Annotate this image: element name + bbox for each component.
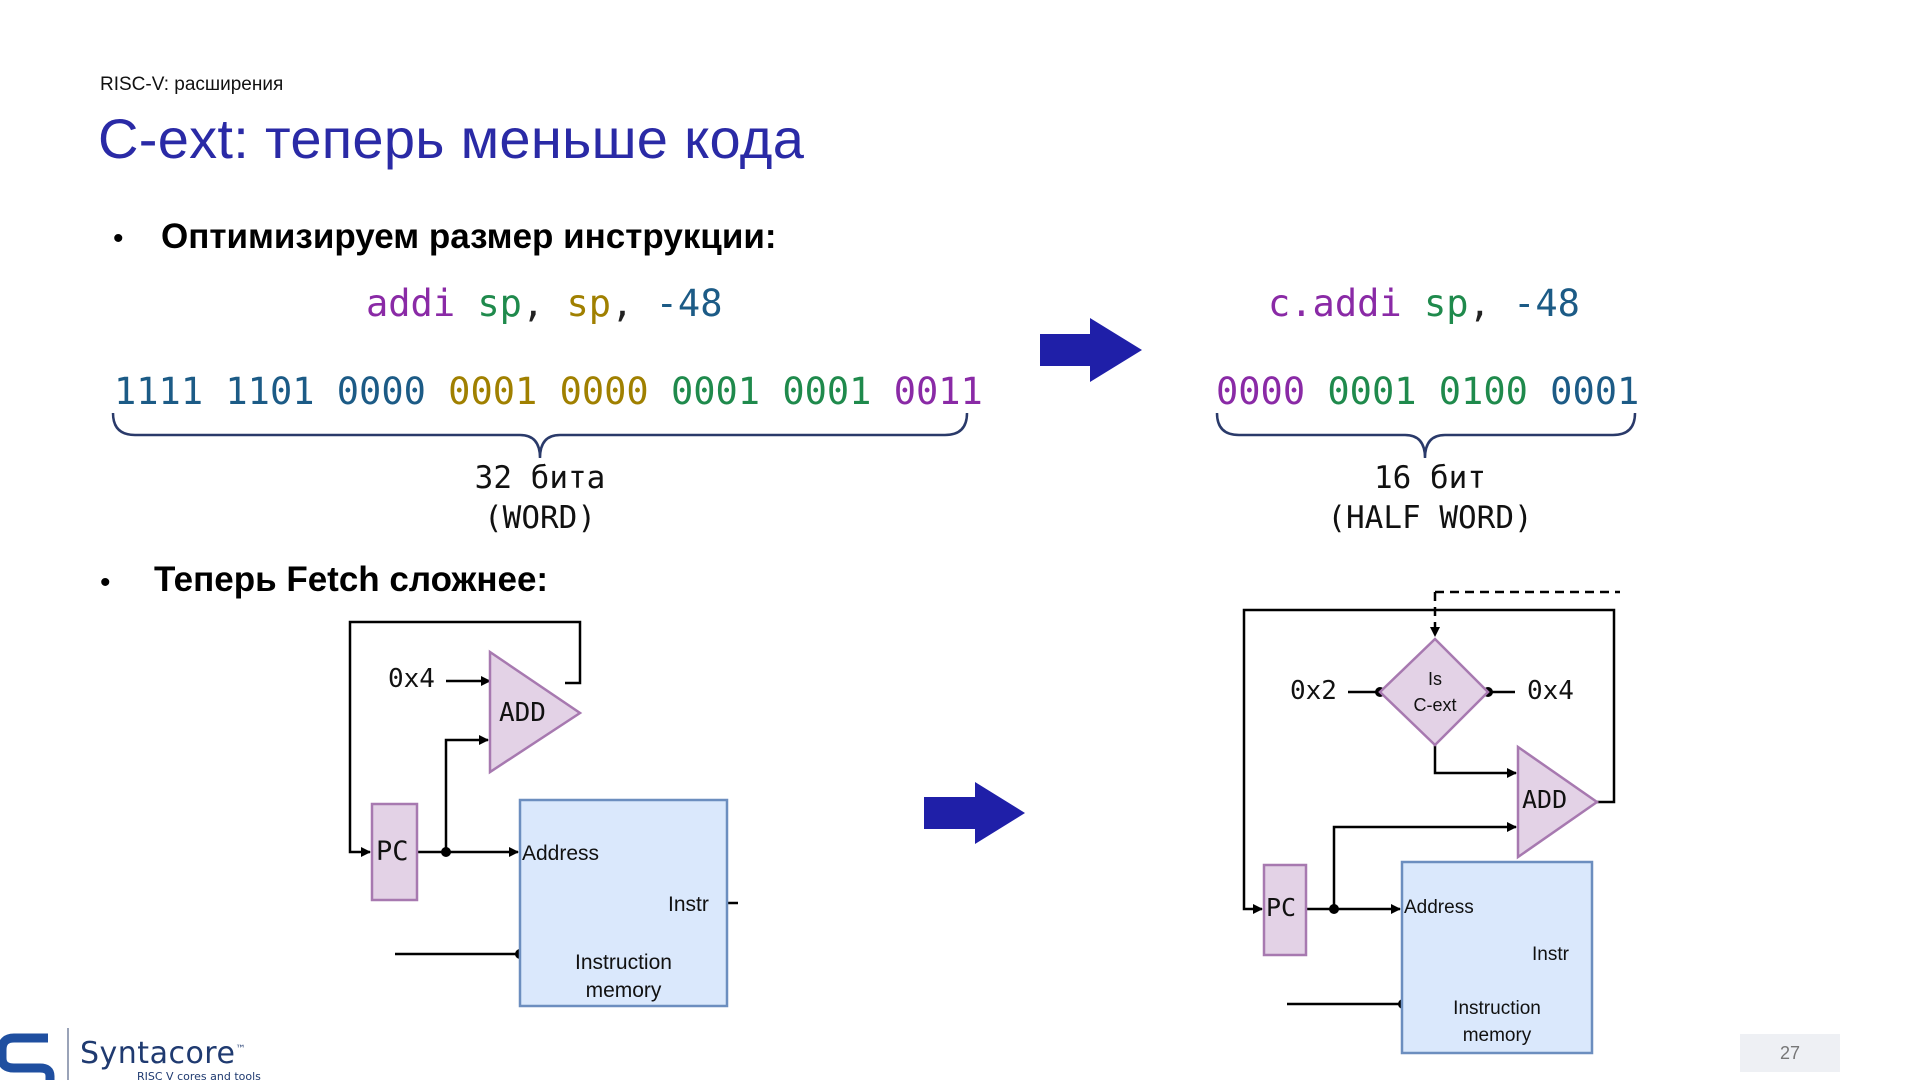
left-adder — [488, 649, 583, 775]
bit-group: 0100 — [1438, 370, 1528, 413]
right-mnemonic: c.addi — [1268, 282, 1402, 325]
bit-group: 0011 — [893, 370, 983, 413]
right-brace-label-kind: (HALF WORD) — [1327, 500, 1533, 536]
right-mem-name: Instruction memory — [1402, 995, 1592, 1049]
right-pc-label: PC — [1266, 893, 1297, 922]
right-adder-label: ADD — [1522, 785, 1568, 814]
brand-name-text: Syntacore — [80, 1036, 236, 1071]
left-instruction: addi sp, sp, -48 — [366, 282, 722, 325]
left-const-0x4: 0x4 — [388, 664, 435, 694]
left-pc-register — [370, 802, 419, 902]
bit-group: 0001 — [670, 370, 761, 413]
left-mnemonic: addi — [366, 282, 456, 325]
left-bits: 1111 1101 0000 0001 0000 0001 0001 0011 — [114, 370, 983, 413]
left-mem-name-2: memory — [585, 979, 662, 1002]
right-const-0x4: 0x4 — [1527, 676, 1574, 706]
brand-name: Syntacore™ — [80, 1036, 246, 1071]
left-imm: -48 — [655, 282, 723, 325]
bit-group: 0001 — [1550, 370, 1640, 413]
right-brace-label-size: 16 бит — [1374, 460, 1486, 496]
left-brace-label-size: 32 бита — [474, 460, 606, 496]
right-op1: sp — [1423, 282, 1469, 325]
right-bits: 0000 0001 0100 0001 — [1216, 370, 1639, 413]
right-comma1: , — [1468, 282, 1491, 325]
left-brace-label-kind: (WORD) — [484, 500, 596, 536]
bit-group: 0000 — [336, 370, 426, 413]
left-comma2: , — [611, 282, 634, 325]
right-imm: -48 — [1513, 282, 1580, 325]
left-op2: sp — [566, 282, 612, 325]
bit-group: 1111 — [114, 370, 204, 413]
right-mux-label-1: Is — [1427, 669, 1442, 689]
right-mem-name-2: memory — [1462, 1025, 1532, 1046]
left-mem-name-1: Instruction — [575, 951, 672, 974]
left-adder-label: ADD — [499, 698, 546, 728]
right-const-0x2: 0x2 — [1290, 676, 1337, 706]
left-mem-name: Instruction memory — [520, 949, 727, 1005]
right-brace — [1215, 412, 1637, 459]
left-brace — [111, 412, 969, 459]
left-brace-label: 32 бита (WORD) — [440, 458, 640, 538]
page-number: 27 — [1740, 1034, 1840, 1072]
slide-title: C-ext: теперь меньше кода — [98, 107, 805, 170]
left-instruction-memory — [518, 798, 729, 1008]
left-fetch-diagram — [348, 620, 738, 1008]
bit-group: 0001 — [782, 370, 872, 413]
arrow-right-icon — [1040, 318, 1142, 382]
bit-group: 0000 — [559, 370, 649, 413]
left-comma1: , — [521, 282, 545, 325]
right-is-cext-mux — [1378, 637, 1490, 747]
arrow-right-icon — [924, 782, 1025, 844]
slide-supertitle: RISC-V: расширения — [100, 74, 284, 95]
bit-group: 1101 — [225, 370, 315, 413]
right-instruction-memory — [1400, 860, 1594, 1055]
brand-tm: ™ — [235, 1044, 246, 1055]
right-instruction: c.addi sp, -48 — [1268, 282, 1580, 325]
bullet-text-2: Теперь Fetch сложнее: — [154, 560, 549, 599]
brand-tagline: RISC V cores and tools — [137, 1070, 261, 1083]
right-adder — [1516, 744, 1600, 860]
syntacore-logo-icon — [0, 1028, 69, 1080]
left-mem-address-label: Address — [522, 842, 600, 865]
left-mem-instr-label: Instr — [668, 893, 709, 916]
left-pc-label: PC — [376, 836, 409, 867]
bit-group: 0001 — [1327, 370, 1417, 413]
right-pc-register — [1262, 863, 1308, 957]
left-op1: sp — [477, 282, 522, 325]
bit-group: 0000 — [1216, 370, 1306, 413]
bullet-icon: • — [100, 566, 111, 599]
right-mux-label-2: C-ext — [1413, 695, 1457, 715]
right-mem-address-label: Address — [1404, 897, 1474, 918]
bullet-text-1: Оптимизируем размер инструкции: — [161, 217, 777, 256]
right-brace-label: 16 бит (HALF WORD) — [1300, 458, 1560, 538]
right-mem-instr-label: Instr — [1532, 944, 1569, 965]
right-mem-name-1: Instruction — [1453, 998, 1541, 1019]
bit-group: 0001 — [448, 370, 538, 413]
right-mux-label: Is C-ext — [1380, 666, 1490, 718]
right-fetch-diagram — [1242, 590, 1620, 1055]
bullet-icon: • — [113, 222, 124, 255]
